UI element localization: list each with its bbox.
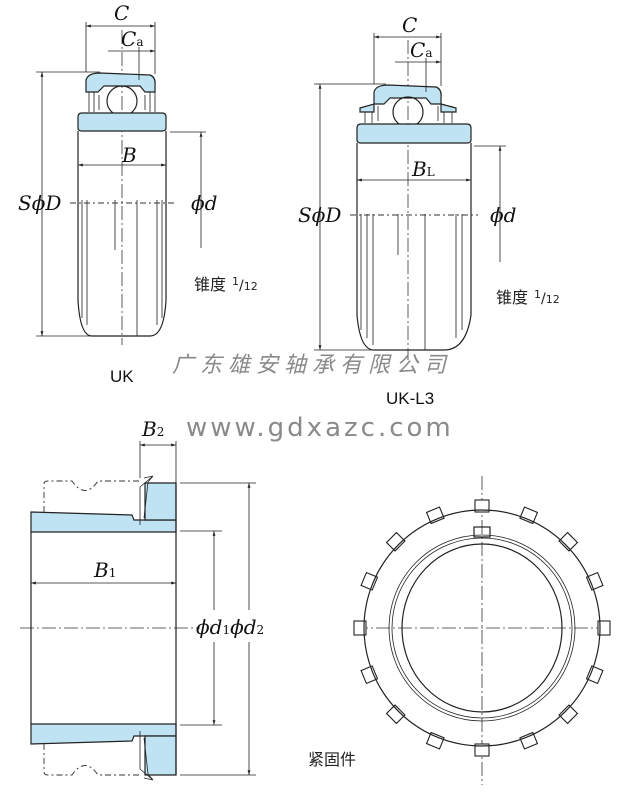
lock-nut-slot — [558, 531, 579, 552]
dim-label-phid1-phid2: ϕd1ϕd2 — [196, 615, 264, 639]
dim-label-b2: B2 — [141, 417, 164, 441]
dim-label-ca: Ca — [410, 38, 432, 62]
lock-nut-outer-edge — [363, 509, 601, 747]
lock-nut-slot — [385, 704, 406, 725]
lock-nut-slot — [474, 499, 490, 513]
watermark-company: 广东雄安轴承有限公司 — [172, 353, 452, 378]
lock-nut-slot — [597, 620, 611, 636]
lock-nut-slot — [585, 665, 604, 685]
lock-nut-slot — [353, 620, 367, 636]
dim-label-phid: ϕd — [191, 191, 217, 215]
dim-label-c: C — [114, 1, 129, 25]
lock-nut-slot — [519, 506, 539, 525]
lock-nut-slot — [360, 571, 379, 591]
lock-nut-front-view — [353, 476, 612, 785]
dim-label-b: B — [121, 143, 137, 167]
watermark-url: www.gdxazc.com — [186, 413, 454, 443]
dim-label-c: C — [402, 13, 417, 37]
dim-label-phid: ϕd — [490, 203, 516, 227]
lock-nut-slot — [474, 743, 490, 757]
model-name-uk: UK — [110, 367, 134, 386]
lock-nut-slot — [385, 531, 406, 552]
lock-nut-slot — [360, 665, 379, 685]
dim-label-ca: Ca — [121, 27, 143, 51]
lock-nut-slots — [353, 499, 611, 757]
dim-label-bl: BL — [411, 157, 435, 181]
lock-nut-slot — [425, 506, 445, 525]
dim-label-b1: B1 — [93, 558, 116, 582]
lock-nut-slot — [585, 571, 604, 591]
dim-label-sphid: SϕD — [298, 203, 341, 227]
lock-nut-slot — [519, 731, 539, 750]
lock-nut-slot — [558, 704, 579, 725]
dim-label-sphid: SϕD — [18, 191, 61, 215]
fastener-caption: 紧固件 — [308, 750, 356, 769]
adapter-sleeve-drawing: B2 B1 ϕd1ϕd2 — [20, 417, 264, 781]
model-name-uk-l3: UK-L3 — [386, 389, 434, 408]
lock-nut-slot — [425, 731, 445, 750]
